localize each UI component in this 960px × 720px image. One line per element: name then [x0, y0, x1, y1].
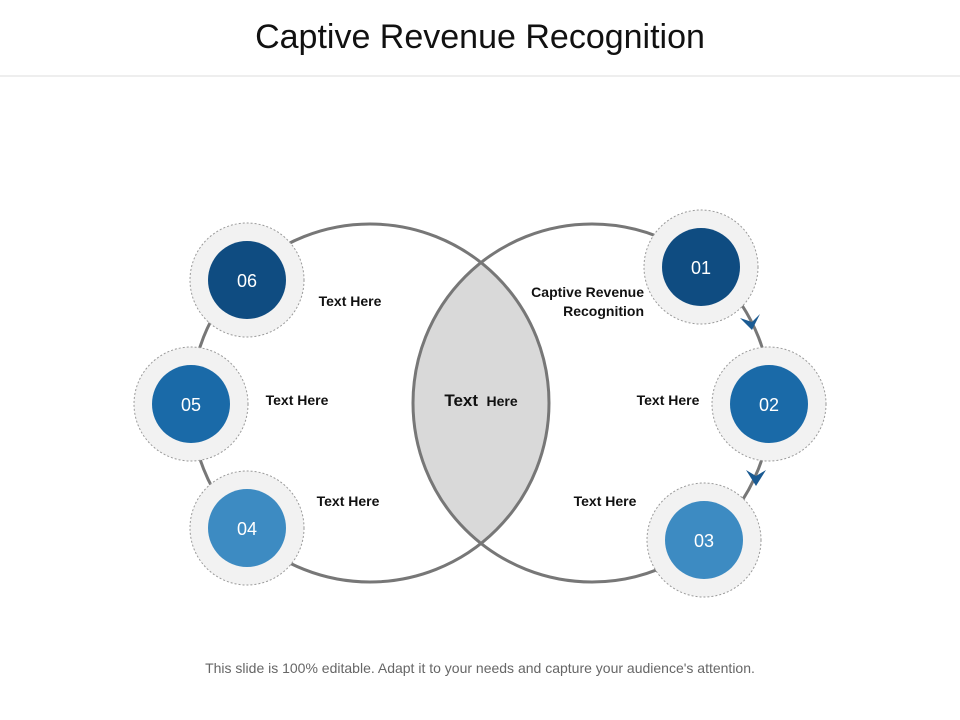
center-label: Text Here	[444, 391, 518, 410]
center-label-rest: Here	[487, 393, 518, 409]
step-number-05: 05	[181, 395, 201, 415]
footer-note: This slide is 100% editable. Adapt it to…	[205, 660, 755, 676]
step-circle-01	[662, 228, 740, 306]
step-number-02: 02	[759, 395, 779, 415]
step-circle-03	[665, 501, 743, 579]
step-label-03: Text Here	[574, 493, 637, 509]
overlap-lens	[413, 224, 549, 582]
step-circle-06	[208, 241, 286, 319]
step-label-05: Text Here	[266, 392, 329, 408]
slide-title: Captive Revenue Recognition	[255, 18, 705, 56]
step-circle-02	[730, 365, 808, 443]
step-number-06: 06	[237, 271, 257, 291]
center-label-bold: Text	[444, 391, 478, 410]
step-label-01-line2: Recognition	[563, 303, 644, 319]
step-number-03: 03	[694, 531, 714, 551]
step-number-04: 04	[237, 519, 257, 539]
step-circle-05	[152, 365, 230, 443]
step-number-01: 01	[691, 258, 711, 278]
title-divider	[0, 75, 960, 77]
arrow-icon	[746, 470, 766, 486]
step-label-04: Text Here	[317, 493, 380, 509]
step-label-01-line1: Captive Revenue	[531, 284, 644, 300]
arrow-icon	[740, 314, 760, 330]
step-circle-04	[208, 489, 286, 567]
step-label-02: Text Here	[637, 392, 700, 408]
step-label-06: Text Here	[319, 293, 382, 309]
